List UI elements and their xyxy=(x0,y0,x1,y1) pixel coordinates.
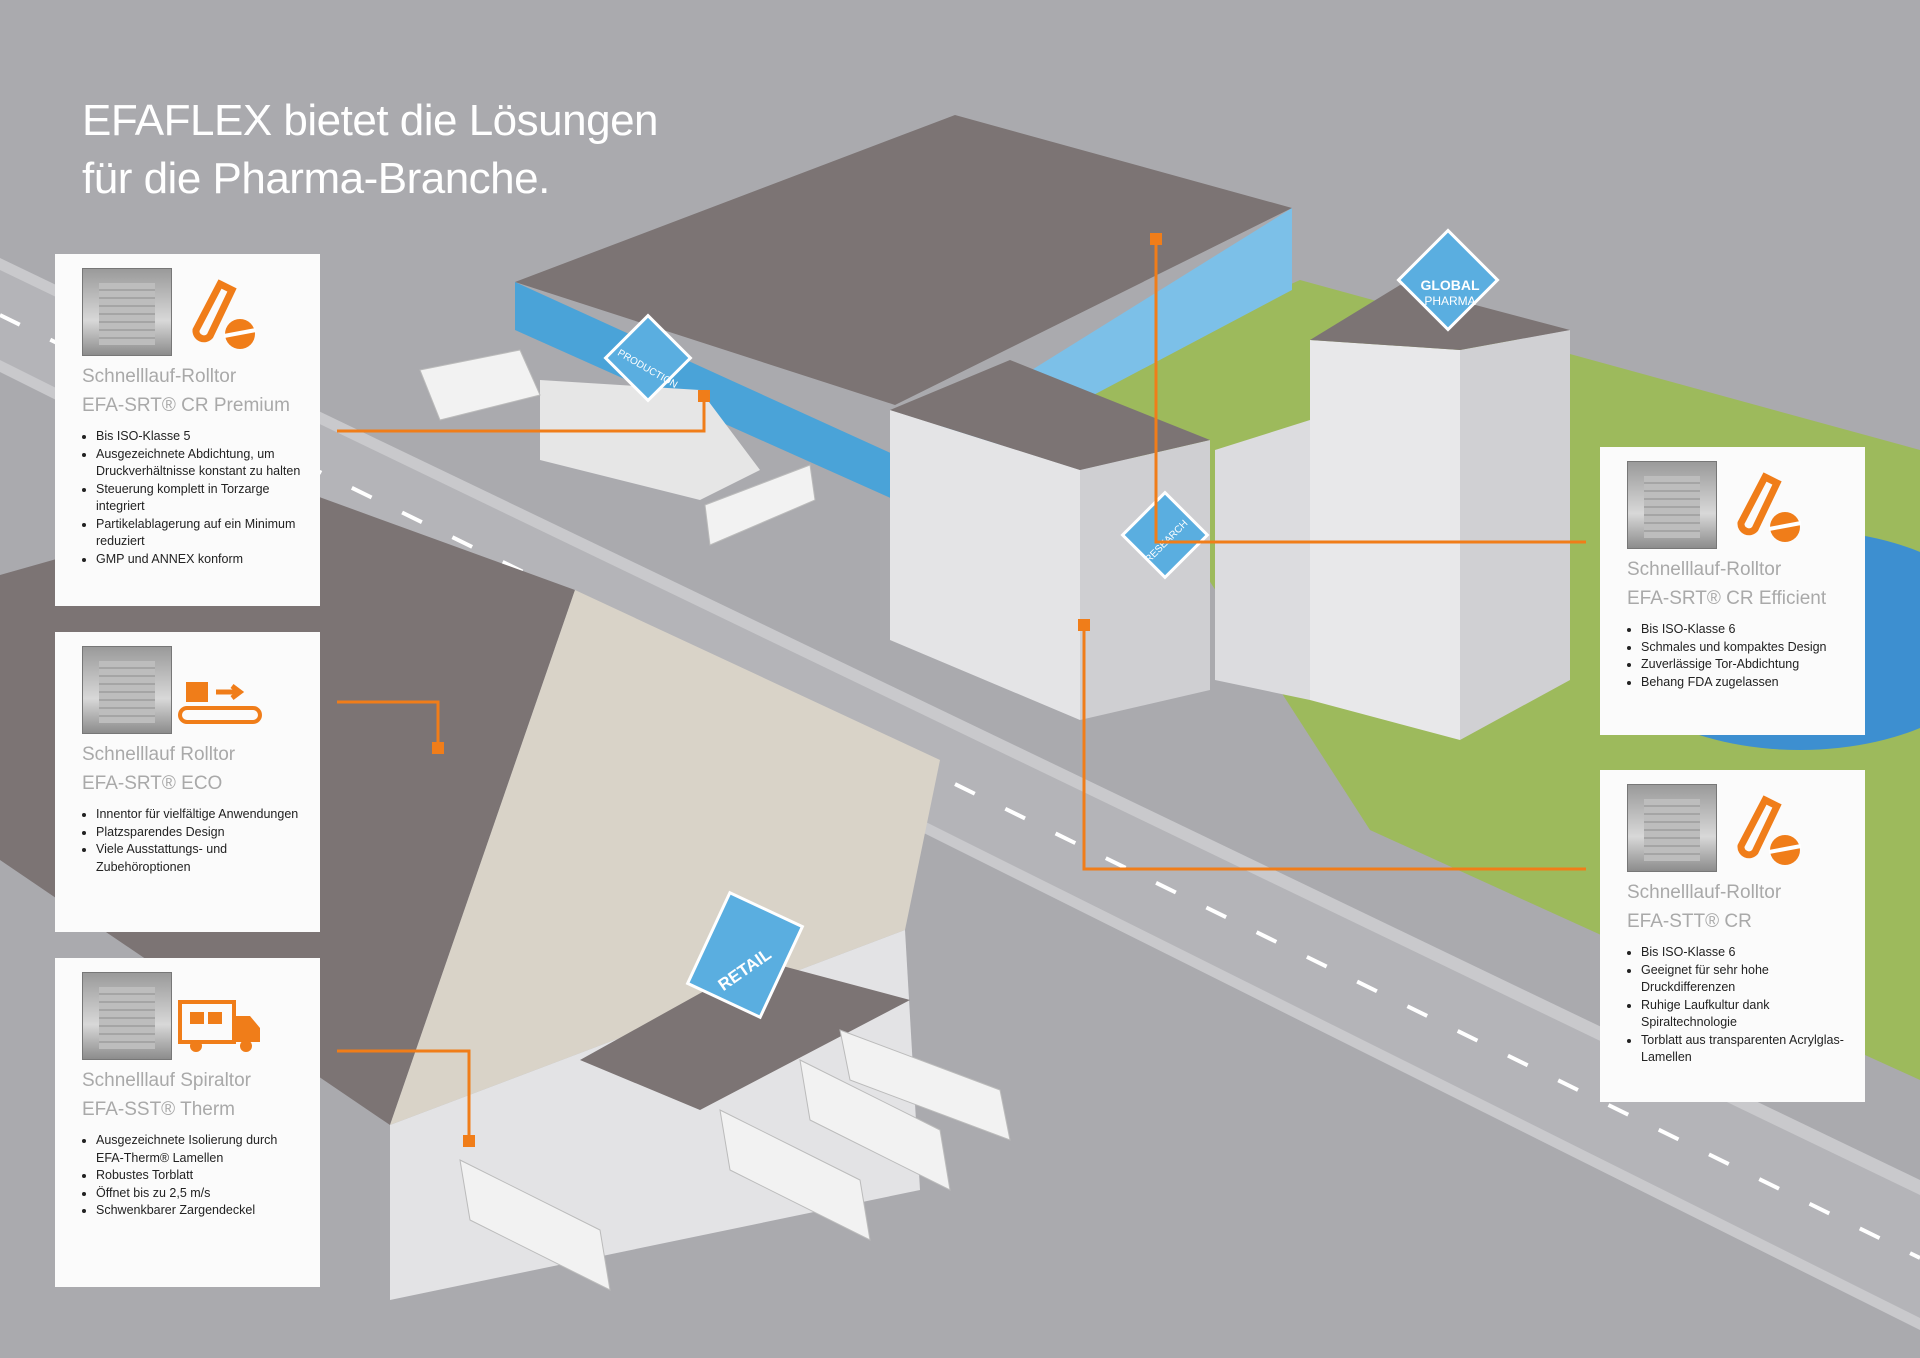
research-roof xyxy=(890,360,1210,470)
product-line-1: Schnelllauf-Rolltor xyxy=(82,366,237,387)
research-sign: RESEARCH xyxy=(1120,490,1210,580)
feature-item: Zuverlässige Tor-Abdichtung xyxy=(1641,656,1851,674)
feature-list: Bis ISO-Klasse 6 Geeignet für sehr hohe … xyxy=(1627,944,1851,1067)
product-model: EFA-SST® Therm xyxy=(82,1099,236,1120)
feature-item: Torblatt aus transparenten Acrylglas-Lam… xyxy=(1641,1032,1851,1067)
product-photo xyxy=(82,268,172,356)
svg-text:GLOBAL: GLOBAL xyxy=(1420,277,1480,293)
low-building xyxy=(1215,420,1310,700)
product-card-stt-cr: Schnelllauf-Rolltor EFA-STT® CR Bis ISO-… xyxy=(1600,770,1865,1102)
feature-item: Platzsparendes Design xyxy=(96,824,306,842)
research-side xyxy=(1080,440,1210,720)
feature-item: Ausgezeichnete Isolierung durch EFA-Ther… xyxy=(96,1132,306,1167)
test-tube-pill-icon xyxy=(1737,795,1802,865)
road-markings xyxy=(0,313,1920,1260)
road-surface xyxy=(0,270,1920,1318)
feature-item: Schmales und kompaktes Design xyxy=(1641,639,1851,657)
feature-list: Innentor für vielfältige Anwendungen Pla… xyxy=(82,806,306,876)
retail-dock-roof xyxy=(580,960,910,1110)
feature-item: Viele Ausstattungs- und Zubehöroptionen xyxy=(96,841,306,876)
feature-item: Ruhige Laufkultur dank Spiraltechnologie xyxy=(1641,997,1851,1032)
retail-sign: RETAIL xyxy=(685,890,805,1020)
product-photo xyxy=(82,646,172,734)
conveyor-belt-icon xyxy=(178,682,263,724)
test-tube-pill-icon xyxy=(192,279,257,349)
feature-item: Geeignet für sehr hohe Druckdifferenzen xyxy=(1641,962,1851,997)
feature-item: Ausgezeichnete Abdichtung, um Druckverhä… xyxy=(96,446,306,481)
feature-item: Bis ISO-Klasse 5 xyxy=(96,428,306,446)
product-model: EFA-STT® CR xyxy=(1627,911,1752,932)
product-photo xyxy=(1627,461,1717,549)
tower-side xyxy=(1460,330,1570,740)
trucks xyxy=(419,349,1011,1291)
product-line-1: Schnelllauf Spiraltor xyxy=(82,1070,251,1091)
product-photo xyxy=(1627,784,1717,872)
test-tube-pill-icon xyxy=(1737,472,1802,542)
connector-markers xyxy=(432,233,1162,1147)
feature-list: Ausgezeichnete Isolierung durch EFA-Ther… xyxy=(82,1132,306,1220)
product-card-srt-cr-premium: Schnelllauf-Rolltor EFA-SRT® CR Premium … xyxy=(55,254,320,606)
research-building xyxy=(890,410,1080,720)
feature-item: GMP und ANNEX konform xyxy=(96,551,306,569)
feature-item: Bis ISO-Klasse 6 xyxy=(1641,944,1851,962)
production-roof xyxy=(515,115,1292,405)
feature-item: Schwenkbarer Zargendeckel xyxy=(96,1202,306,1220)
product-line-1: Schnelllauf-Rolltor xyxy=(1627,559,1782,580)
feature-item: Innentor für vielfältige Anwendungen xyxy=(96,806,306,824)
feature-item: Steuerung komplett in Torzarge integrier… xyxy=(96,481,306,516)
feature-item: Robustes Torblatt xyxy=(96,1167,306,1185)
product-card-srt-cr-efficient: Schnelllauf-Rolltor EFA-SRT® CR Efficien… xyxy=(1600,447,1865,735)
product-card-srt-eco: Schnelllauf Rolltor EFA-SRT® ECO Innento… xyxy=(55,632,320,932)
feature-list: Bis ISO-Klasse 5 Ausgezeichnete Abdichtu… xyxy=(82,428,306,568)
product-card-sst-therm: Schnelllauf Spiraltor EFA-SST® Therm Aus… xyxy=(55,958,320,1287)
feature-item: Partikelablagerung auf ein Minimum reduz… xyxy=(96,516,306,551)
feature-item: Öffnet bis zu 2,5 m/s xyxy=(96,1185,306,1203)
connector-lines xyxy=(337,239,1586,1141)
feature-list: Bis ISO-Klasse 6 Schmales und kompaktes … xyxy=(1627,621,1851,691)
product-line-1: Schnelllauf-Rolltor xyxy=(1627,882,1782,903)
page-title: EFAFLEX bietet die Lösungen für die Phar… xyxy=(82,92,659,208)
title-line-1: EFAFLEX bietet die Lösungen xyxy=(82,96,659,145)
product-line-1: Schnelllauf Rolltor xyxy=(82,744,236,765)
product-model: EFA-SRT® CR Efficient xyxy=(1627,588,1827,609)
product-photo xyxy=(82,972,172,1060)
product-model: EFA-SRT® ECO xyxy=(82,773,223,794)
tower-building xyxy=(1310,340,1460,740)
title-line-2: für die Pharma-Branche. xyxy=(82,154,550,203)
retail-interior xyxy=(390,590,940,1125)
svg-text:PHARMA: PHARMA xyxy=(1424,294,1475,308)
feature-item: Bis ISO-Klasse 6 xyxy=(1641,621,1851,639)
delivery-truck-icon xyxy=(178,1000,261,1052)
feature-item: Behang FDA zugelassen xyxy=(1641,674,1851,692)
product-model: EFA-SRT® CR Premium xyxy=(82,395,290,416)
